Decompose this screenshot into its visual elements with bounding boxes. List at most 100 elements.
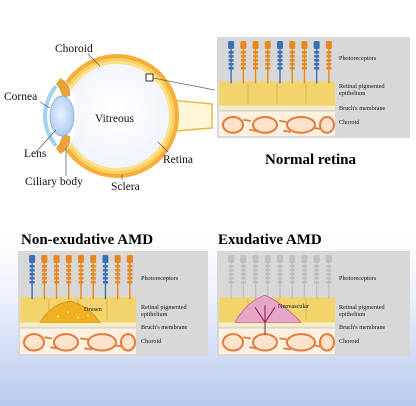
panel-normal-retina: Photoreceptors Retinal pigmented epithel…	[217, 37, 410, 138]
photoreceptor-disk	[289, 269, 295, 272]
choroid-capillary	[279, 119, 287, 123]
photoreceptor-disk	[314, 265, 320, 268]
photoreceptor-head	[41, 255, 48, 263]
label-lens: Lens	[24, 148, 47, 160]
choroid-capillary	[243, 336, 251, 340]
photoreceptor-disk	[90, 269, 96, 272]
photoreceptor-disk	[41, 265, 47, 268]
photoreceptor-disk	[115, 281, 121, 284]
choroid-vessel	[222, 115, 244, 134]
photoreceptor-disk	[289, 273, 295, 276]
bruchs-membrane	[20, 322, 136, 327]
photoreceptor-disk	[228, 67, 234, 70]
photoreceptor-disk	[326, 55, 332, 58]
photoreceptor-disk	[277, 63, 283, 66]
photoreceptor-disk	[326, 67, 332, 70]
panel-exudative: Photoreceptors Retinal pigmented epithel…	[217, 251, 410, 356]
photoreceptor-disk	[289, 63, 295, 66]
photoreceptor-disk	[240, 51, 246, 54]
label-neovascular: Neovascular	[278, 303, 309, 310]
photoreceptor-disk	[289, 277, 295, 280]
cornea	[43, 84, 58, 148]
photoreceptor-disk	[265, 269, 271, 272]
photoreceptor-disk	[240, 55, 246, 58]
photoreceptor-disk	[228, 269, 234, 272]
label-bruchs-membrane: Bruch's membrane	[141, 324, 188, 331]
photoreceptor-disk	[326, 277, 332, 280]
label-bruchs-membrane: Bruch's membrane	[339, 324, 386, 331]
photoreceptor-disk	[265, 277, 271, 280]
photoreceptor-disk	[289, 67, 295, 70]
photoreceptor-disk	[265, 55, 271, 58]
label-cornea: Cornea	[4, 91, 38, 103]
label-rpe: Retinal pigmented epithelium	[141, 304, 187, 318]
label-sclera: Sclera	[111, 181, 140, 193]
photoreceptor-disk	[127, 281, 133, 284]
photoreceptor-disk	[289, 51, 295, 54]
label-choroid: Choroid	[55, 43, 93, 55]
choroid-vessel	[53, 333, 79, 352]
choroid-vessel	[23, 333, 45, 352]
label-drusen: Drusen	[84, 306, 102, 313]
photoreceptor-disk	[277, 59, 283, 62]
photoreceptor-disk	[240, 63, 246, 66]
photoreceptor-disk	[240, 269, 246, 272]
photoreceptor-disk	[314, 67, 320, 70]
photoreceptor-disk	[102, 265, 108, 268]
photoreceptor-disk	[115, 265, 121, 268]
choroid-vessel	[286, 115, 316, 134]
photoreceptor-disk	[253, 63, 259, 66]
choroid-vessel	[222, 333, 244, 352]
photoreceptor-head	[65, 255, 72, 263]
photoreceptor-disk	[277, 51, 283, 54]
photoreceptor-disk	[265, 67, 271, 70]
photoreceptor-disk	[54, 269, 60, 272]
drusen-speck	[86, 314, 90, 317]
photoreceptor-head	[325, 255, 332, 263]
photoreceptor-disk	[78, 265, 84, 268]
choroid-capillary	[243, 118, 251, 122]
photoreceptor-head	[313, 41, 320, 49]
choroid-vessel	[319, 115, 335, 134]
photoreceptor-disk	[228, 273, 234, 276]
photoreceptor-disk	[289, 55, 295, 58]
photoreceptor-head	[289, 255, 296, 263]
label-ciliary-body: Ciliary body	[25, 176, 83, 188]
choroid-capillary	[279, 337, 287, 341]
label-rpe: Retinal pigmented epithelium	[339, 304, 385, 318]
photoreceptor-disk	[277, 281, 283, 284]
choroid-capillary	[283, 347, 291, 351]
photoreceptor-disk	[228, 277, 234, 280]
magnify-box	[145, 73, 154, 82]
choroid-capillary	[313, 126, 321, 130]
photoreceptor-disk	[41, 269, 47, 272]
drusen-speck	[76, 316, 80, 319]
photoreceptor-disk	[90, 281, 96, 284]
photoreceptor-head	[228, 255, 235, 263]
eye-diagram: Choroid Cornea Vitreous Lens Ciliary bod…	[0, 0, 216, 205]
photoreceptor-head	[90, 255, 97, 263]
photoreceptor-disk	[102, 277, 108, 280]
photoreceptor-disk	[314, 51, 320, 54]
label-photoreceptors: Photoreceptors	[339, 55, 377, 62]
photoreceptor-disk	[265, 265, 271, 268]
photoreceptor-disk	[277, 269, 283, 272]
photoreceptor-disk	[29, 281, 35, 284]
photoreceptor-disk	[228, 63, 234, 66]
photoreceptor-disk	[228, 265, 234, 268]
photoreceptor-disk	[277, 277, 283, 280]
photoreceptor-head	[252, 255, 259, 263]
bruchs-membrane	[219, 322, 335, 327]
photoreceptor-disk	[277, 67, 283, 70]
photoreceptor-disk	[54, 281, 60, 284]
photoreceptor-disk	[301, 265, 307, 268]
photoreceptor-disk	[228, 55, 234, 58]
photoreceptor-disk	[301, 59, 307, 62]
label-choroid: Choroid	[339, 119, 360, 126]
photoreceptor-disk	[78, 281, 84, 284]
photoreceptor-disk	[314, 273, 320, 276]
photoreceptor-disk	[102, 281, 108, 284]
title-exudative-amd: Exudative AMD	[218, 232, 322, 248]
label-rpe-text: Retinal pigmented epithelium	[339, 83, 385, 97]
photoreceptor-disk	[228, 59, 234, 62]
